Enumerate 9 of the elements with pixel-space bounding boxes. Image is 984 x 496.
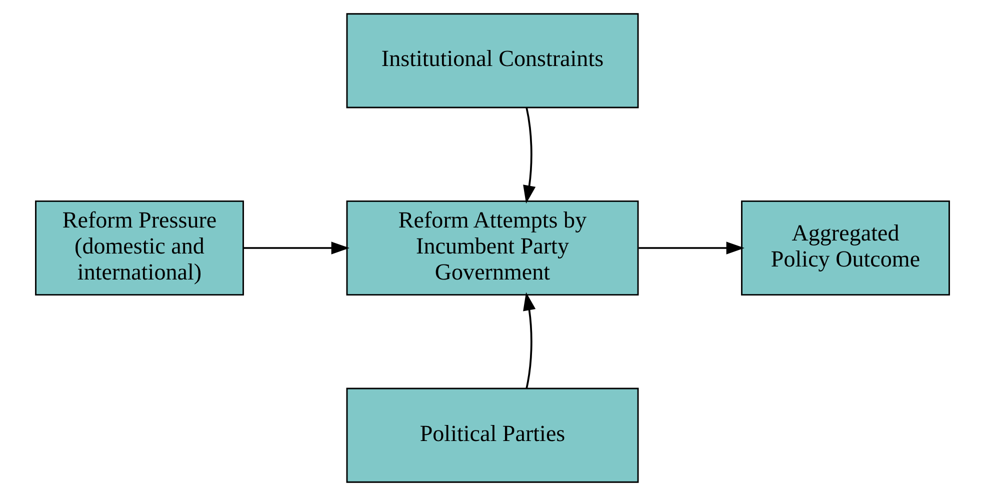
- node-box: Political Parties: [346, 388, 638, 483]
- arrow: [522, 108, 536, 204]
- arrow: [522, 292, 536, 388]
- node-box: Institutional Constraints: [346, 13, 638, 108]
- node-box: Aggregated Policy Outcome: [740, 200, 950, 296]
- node-box: Reform Attempts by Incumbent Party Government: [346, 200, 638, 296]
- arrow: [638, 242, 744, 254]
- node-box: Reform Pressure (domestic and international): [34, 200, 244, 296]
- arrow: [243, 242, 349, 254]
